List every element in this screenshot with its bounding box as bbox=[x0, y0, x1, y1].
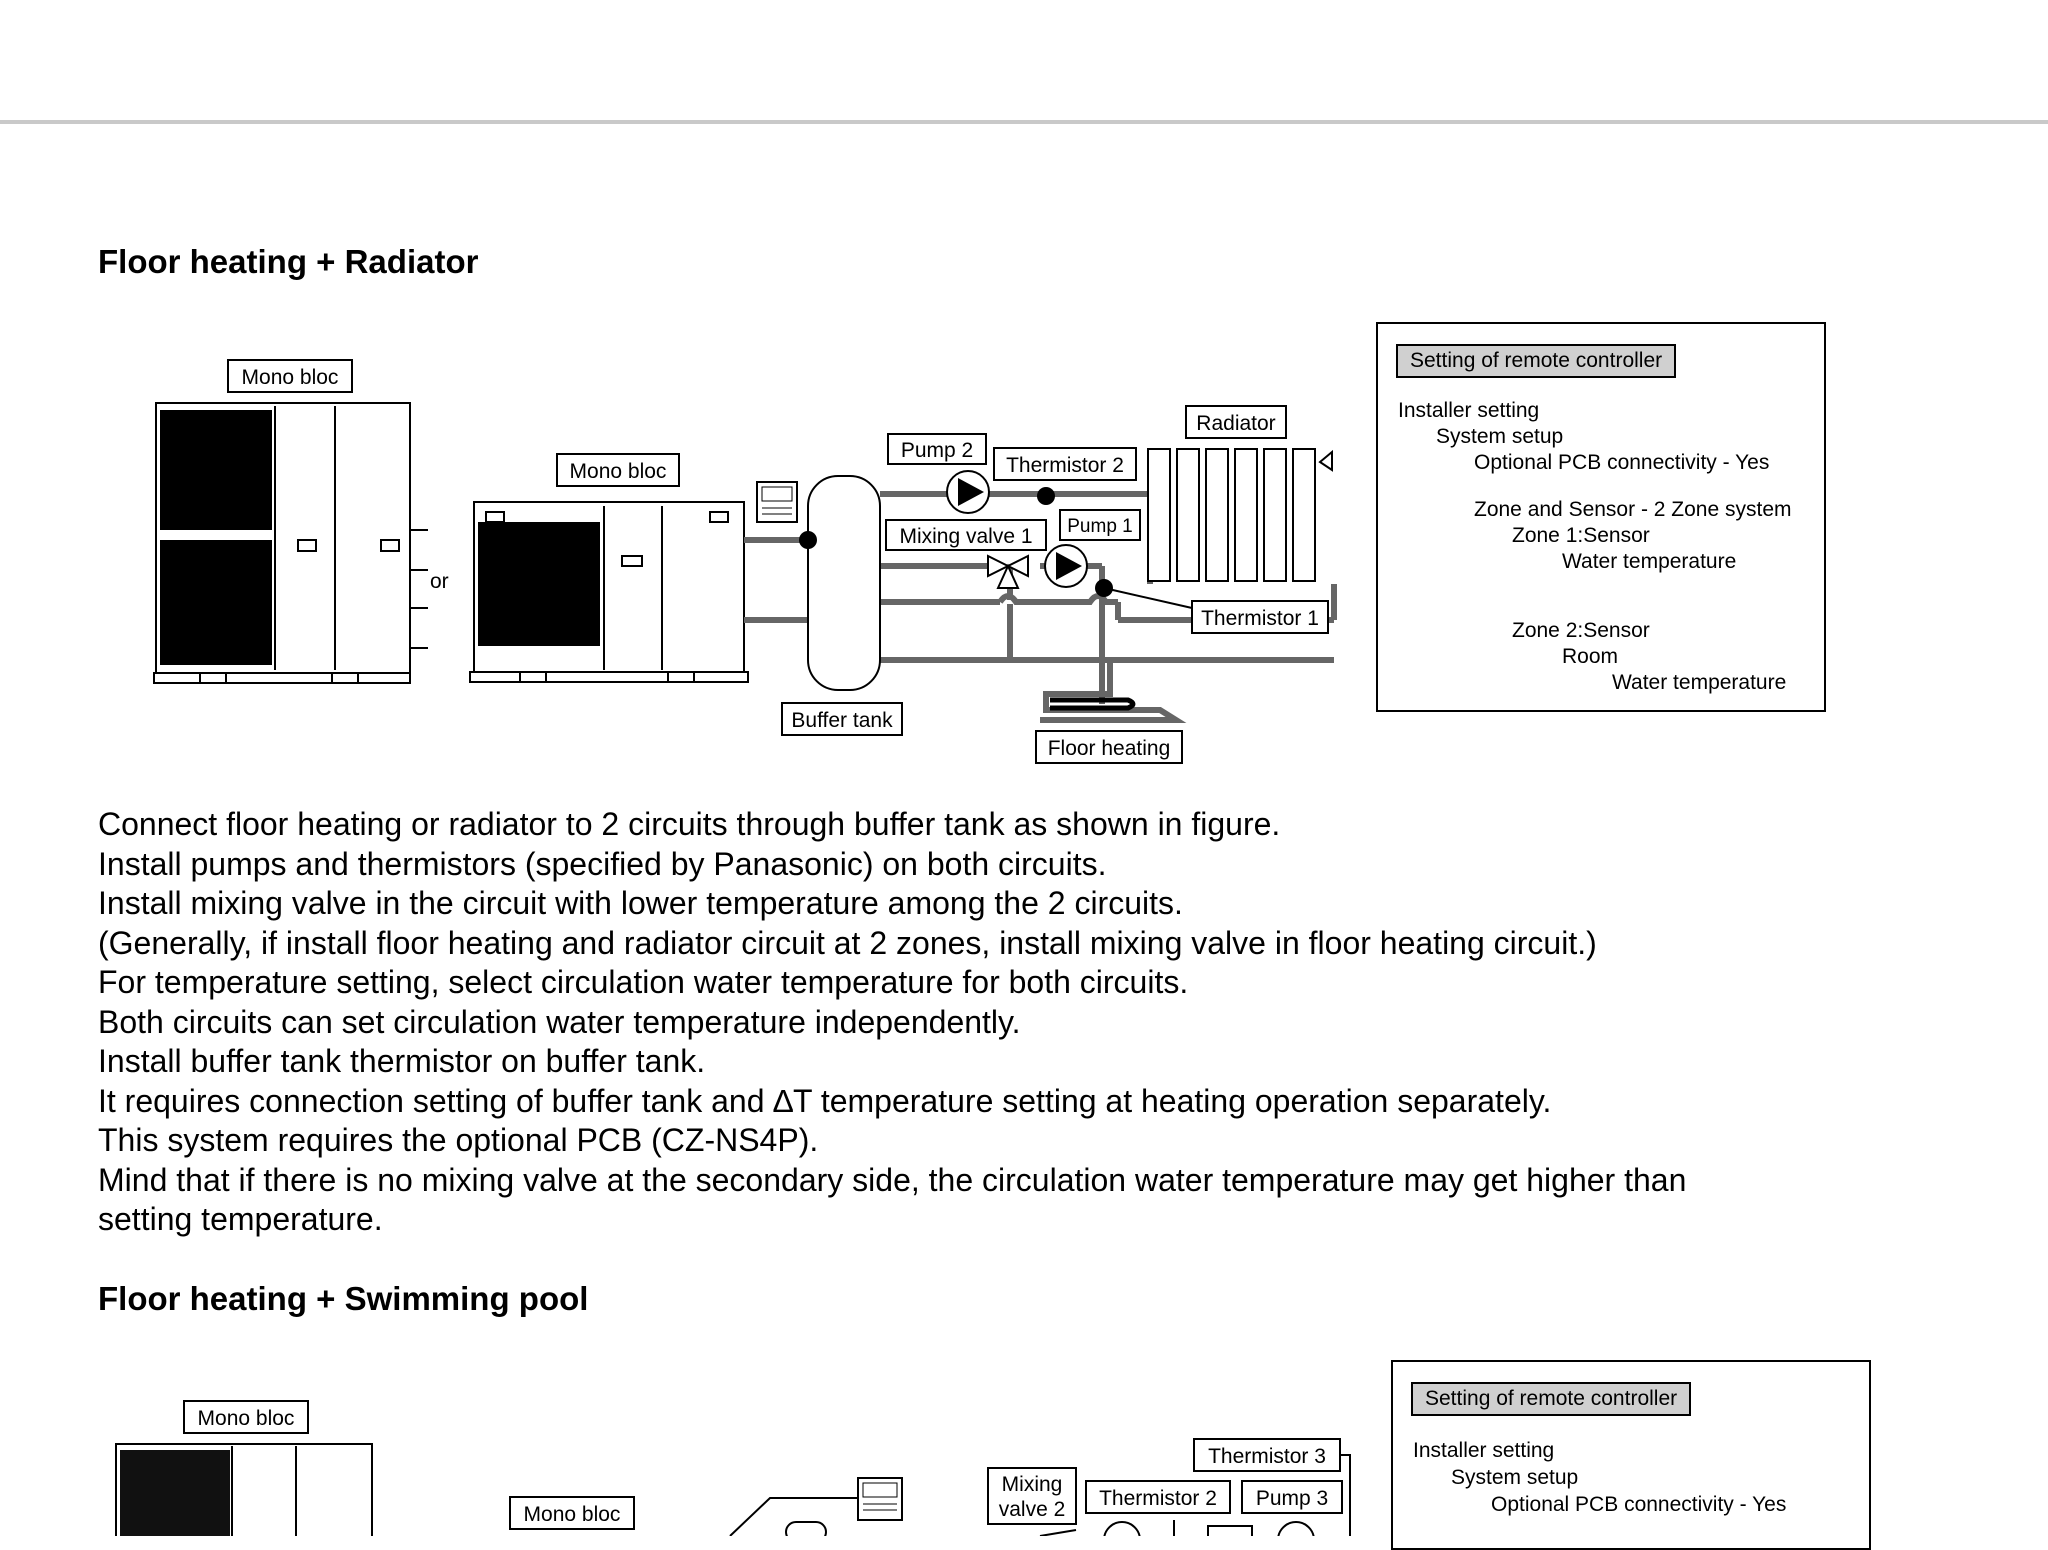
paragraph-line: Install pumps and thermistors (specified… bbox=[98, 845, 1107, 882]
label-mono-bloc-2-2: Mono bloc bbox=[524, 1503, 621, 1526]
paragraph-line: setting temperature. bbox=[98, 1201, 383, 1237]
label-box-pump2 bbox=[887, 433, 987, 465]
label-pump1: Pump 1 bbox=[1067, 516, 1132, 537]
label-mixing-valve2-line2: valve 2 bbox=[999, 1498, 1066, 1521]
diagram-floor-radiator: Mono bloc or Mono bloc bbox=[153, 359, 1337, 764]
label-floor-heating: Floor heating bbox=[1048, 737, 1171, 760]
mono-bloc-large-unit-2 bbox=[115, 1443, 373, 1536]
label-box-thermistor1 bbox=[1191, 600, 1329, 634]
settings-line: Installer setting bbox=[1398, 399, 1540, 422]
paragraph-line: Connect floor heating or radiator to 2 c… bbox=[98, 806, 1281, 842]
label-mono-bloc-2: Mono bloc bbox=[570, 460, 667, 483]
label-thermistor1: Thermistor 1 bbox=[1201, 607, 1319, 630]
settings-line: Installer setting bbox=[1413, 1439, 1555, 1462]
label-box-mono-bloc-2-2 bbox=[509, 1496, 635, 1530]
description-paragraph: Connect floor heating or radiator to 2 c… bbox=[98, 805, 1998, 1240]
paragraph-line: Install buffer tank thermistor on buffer… bbox=[98, 1043, 706, 1079]
label-radiator: Radiator bbox=[1196, 412, 1275, 435]
mono-bloc-small-unit bbox=[469, 501, 749, 683]
label-box-thermistor2-2 bbox=[1085, 1480, 1231, 1514]
settings-line: Water temperature bbox=[1562, 550, 1737, 573]
paragraph-line: It requires connection setting of buffer… bbox=[98, 1082, 1552, 1119]
label-thermistor2: Thermistor 2 bbox=[1006, 454, 1124, 477]
section-heading-floor-radiator: Floor heating + Radiator bbox=[98, 243, 479, 280]
label-mixing-valve1: Mixing valve 1 bbox=[899, 525, 1032, 548]
settings-line: System setup bbox=[1451, 1466, 1579, 1489]
label-box-thermistor2 bbox=[993, 447, 1137, 481]
settings-line: Zone and Sensor - 2 Zone system bbox=[1474, 498, 1792, 521]
settings-line: Room bbox=[1562, 645, 1619, 668]
label-box-mixing-valve2 bbox=[987, 1467, 1077, 1525]
settings-line: Optional PCB connectivity - Yes bbox=[1491, 1493, 1787, 1516]
settings-line: Water temperature bbox=[1612, 671, 1787, 694]
pipes bbox=[744, 491, 1337, 723]
remote-controller-icon-2 bbox=[857, 1477, 903, 1521]
label-mono-bloc-1: Mono bloc bbox=[242, 366, 339, 389]
label-box-pump3 bbox=[1241, 1480, 1343, 1514]
diagram-floor-pool: Mono bloc Mono bloc Mixing valve 2 Therm… bbox=[115, 1400, 1351, 1536]
paragraph-line: Mind that if there is no mixing valve at… bbox=[98, 1161, 1687, 1198]
remote-controller-icon bbox=[756, 481, 798, 523]
settings-line: System setup bbox=[1436, 425, 1564, 448]
label-box-floor-heating bbox=[1035, 730, 1183, 764]
settings-line: Zone 1:Sensor bbox=[1512, 524, 1650, 547]
label-box-mono-bloc-2 bbox=[556, 453, 680, 487]
label-box-mono-bloc-2-1 bbox=[183, 1400, 309, 1434]
mixing-valve1-symbol bbox=[987, 554, 1029, 589]
paragraph-line: (Generally, if install floor heating and… bbox=[98, 924, 1597, 961]
remote-settings-title-2: Setting of remote controller bbox=[1411, 1382, 1692, 1416]
mono-bloc-large-unit bbox=[153, 402, 428, 684]
label-thermistor2-2: Thermistor 2 bbox=[1099, 1487, 1217, 1510]
header-divider bbox=[0, 120, 2048, 124]
label-pump2: Pump 2 bbox=[901, 439, 973, 462]
label-box-radiator bbox=[1185, 405, 1287, 439]
label-box-pump1 bbox=[1059, 509, 1141, 541]
remote-settings-title-1: Setting of remote controller bbox=[1396, 344, 1677, 378]
settings-line: Optional PCB connectivity - Yes bbox=[1474, 451, 1770, 474]
label-mixing-valve2-line1: Mixing bbox=[1002, 1473, 1063, 1496]
remote-settings-panel-2: Setting of remote controller Installer s… bbox=[1391, 1360, 1871, 1550]
label-thermistor3: Thermistor 3 bbox=[1208, 1445, 1326, 1468]
section-heading-floor-pool: Floor heating + Swimming pool bbox=[98, 1280, 589, 1317]
label-mono-bloc-2-1: Mono bloc bbox=[198, 1407, 295, 1430]
paragraph-line: Both circuits can set circulation water … bbox=[98, 1003, 1021, 1040]
label-buffer-tank: Buffer tank bbox=[791, 709, 893, 732]
buffer-tank-shape bbox=[807, 475, 881, 691]
remote-settings-panel-1: Setting of remote controller Installer s… bbox=[1376, 322, 1826, 712]
radiator-symbol bbox=[1147, 448, 1333, 582]
label-box-mixing-valve1 bbox=[885, 519, 1047, 551]
paragraph-line: Install mixing valve in the circuit with… bbox=[98, 885, 1183, 921]
paragraph-line: For temperature setting, select circulat… bbox=[98, 964, 1189, 1000]
label-box-buffer-tank bbox=[781, 702, 903, 736]
paragraph-line: This system requires the optional PCB (C… bbox=[98, 1122, 819, 1158]
settings-line: Zone 2:Sensor bbox=[1512, 619, 1650, 642]
label-pump3: Pump 3 bbox=[1256, 1487, 1328, 1510]
label-box-mono-bloc-1 bbox=[227, 359, 353, 393]
label-or: or bbox=[430, 570, 449, 593]
